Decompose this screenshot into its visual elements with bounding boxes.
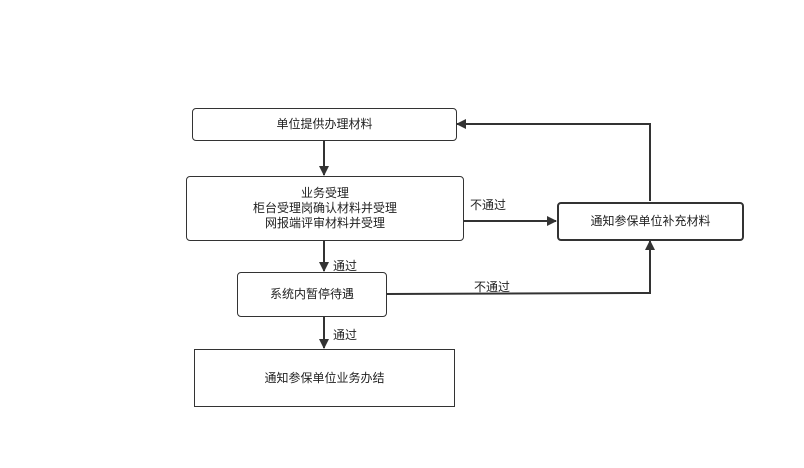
node-label: 单位提供办理材料 [276, 117, 373, 131]
arrow-supplement-to-provide [456, 119, 651, 201]
node-label: 通知参保单位补充材料 [590, 214, 711, 228]
node-pending: 系统内暂停待遇 [237, 272, 387, 317]
node-label: 业务受理 [300, 186, 349, 200]
edge-label-pending-pass: 通过 [333, 328, 358, 342]
node-done: 通知参保单位业务办结 [194, 349, 455, 407]
node-supplement: 通知参保单位补充材料 [557, 202, 744, 241]
edge-label-accept-pass: 通过 [333, 259, 358, 273]
edge-label-pending-fail: 不通过 [474, 280, 511, 294]
node-provide-materials: 单位提供办理材料 [192, 108, 457, 141]
node-label: 系统内暂停待遇 [269, 287, 354, 301]
node-label: 通知参保单位业务办结 [264, 370, 385, 385]
node-business-accept: 业务受理 柜台受理岗确认材料并受理 网报端评审材料并受理 [186, 176, 464, 241]
arrow-pending-to-supplement [386, 240, 655, 295]
edge-label-accept-fail: 不通过 [470, 198, 507, 212]
node-label: 网报端评审材料并受理 [264, 216, 385, 230]
node-label: 柜台受理岗确认材料并受理 [252, 201, 397, 215]
